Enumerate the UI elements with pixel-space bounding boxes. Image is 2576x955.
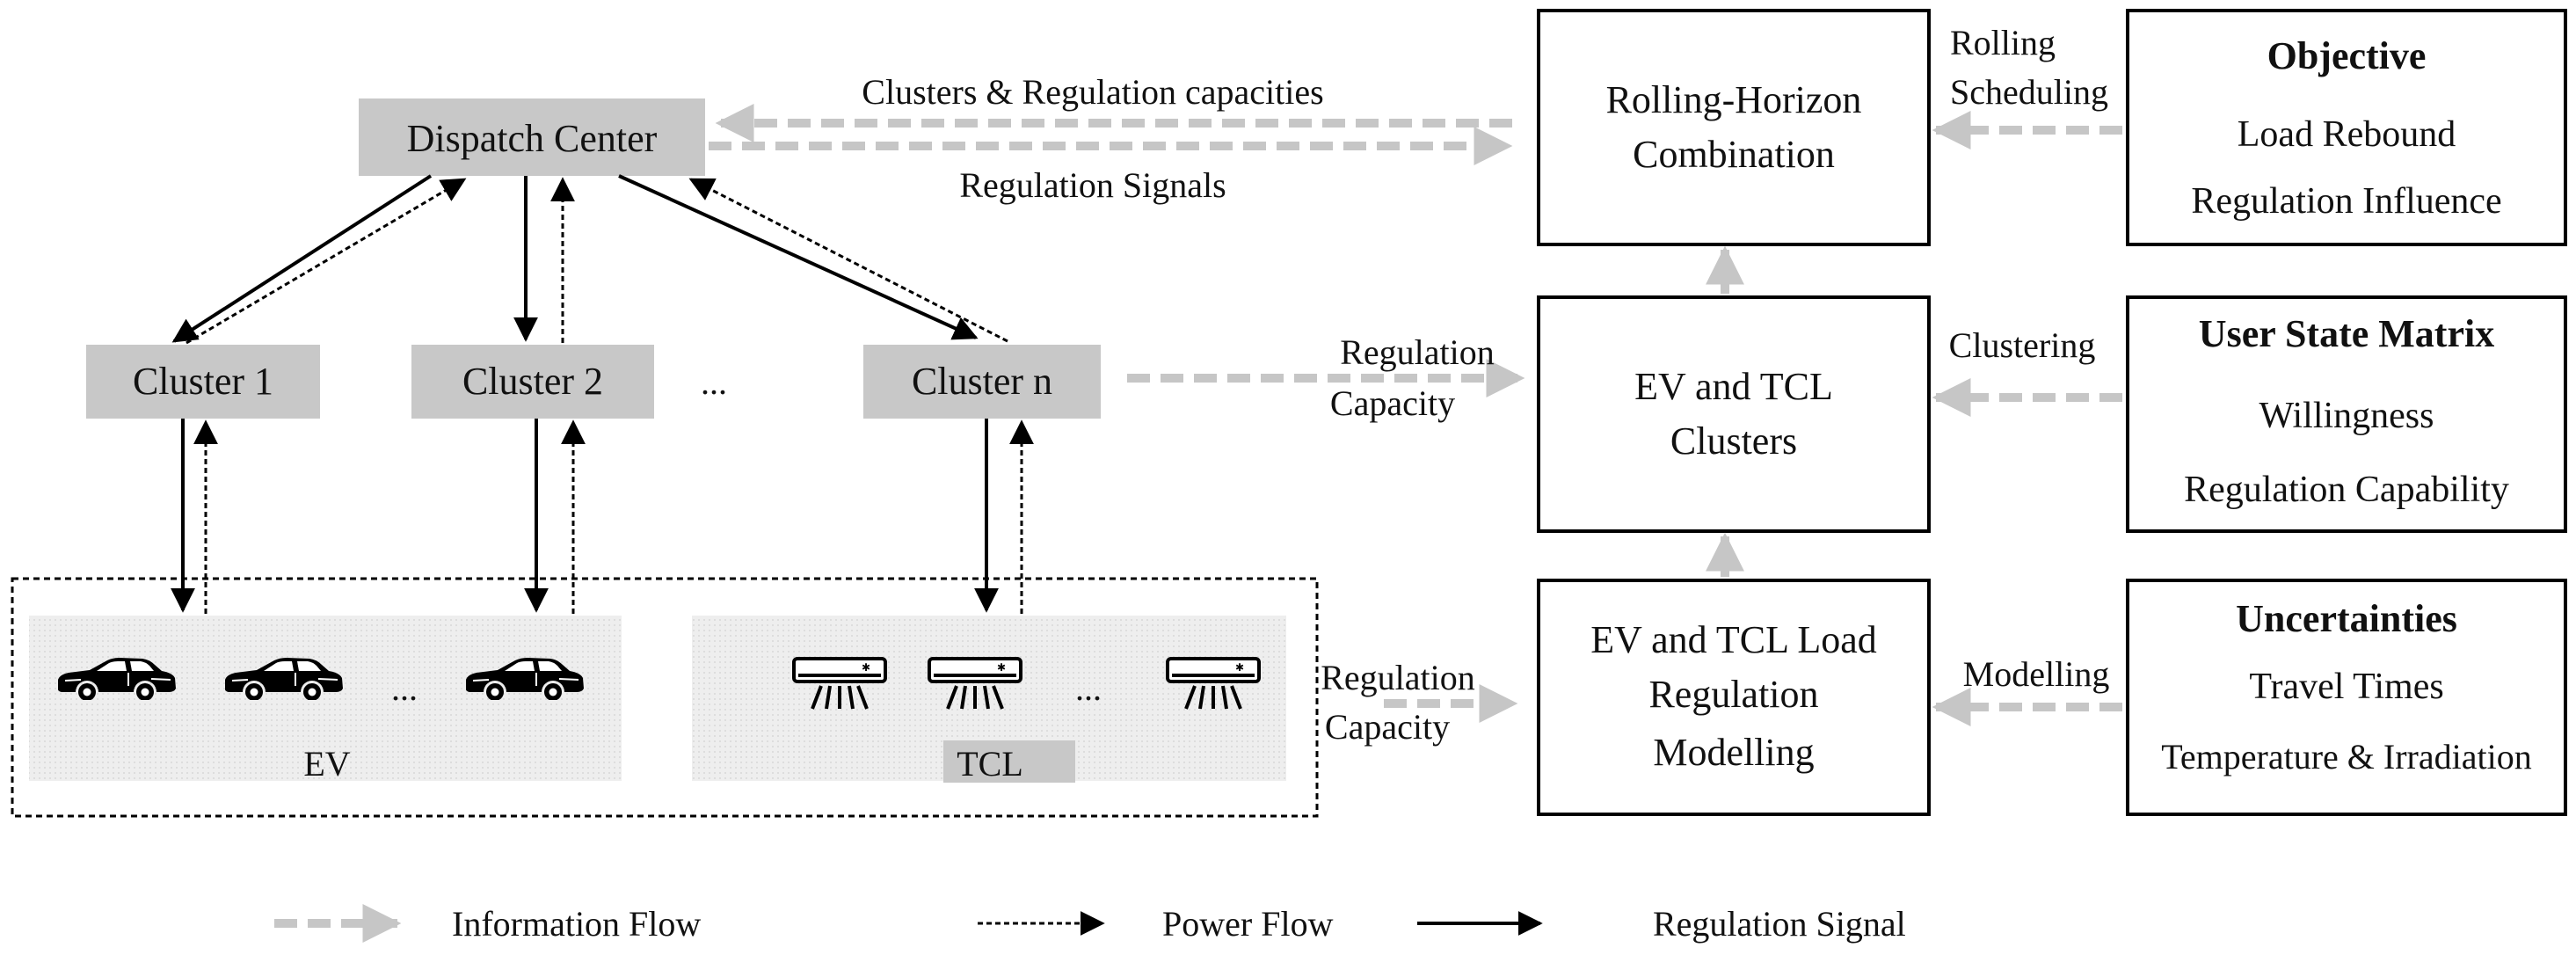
ev-ellipsis: ... — [391, 668, 418, 708]
dispatch-center-box — [359, 98, 705, 176]
tcl-label: TCL — [957, 744, 1023, 784]
objective-box — [2126, 9, 2567, 246]
device-group-border — [11, 577, 1319, 818]
ev-tcl-clusters-line1: EV and TCL — [1634, 365, 1833, 408]
dispatch-center-label: Dispatch Center — [407, 117, 658, 160]
top-arrow-label-lower: Regulation Signals — [959, 165, 1226, 205]
user-state-line2: Regulation Capability — [2184, 470, 2509, 510]
legend-regulation-signal-label: Regulation Signal — [1653, 904, 1906, 944]
mid-arrow-label-line2: Capacity — [1330, 383, 1455, 423]
low-arrow-label-line2: Capacity — [1325, 707, 1450, 747]
tcl-label-box — [943, 740, 1075, 783]
cluster-2-label: Cluster 2 — [462, 360, 603, 403]
rolling-scheduling-line2: Scheduling — [1950, 72, 2108, 112]
mid-arrow-label-line1: Regulation — [1340, 332, 1495, 372]
cluster-n-box — [863, 345, 1101, 419]
low-arrow-label-line1: Regulation — [1321, 658, 1475, 697]
top-arrow-label-upper: Clusters & Regulation capacities — [862, 72, 1323, 112]
rolling-horizon-box — [1537, 9, 1931, 246]
ev-tcl-clusters-line2: Clusters — [1670, 419, 1797, 463]
cluster-1-label: Cluster 1 — [133, 360, 273, 403]
signal-dc-to-cluster-n — [618, 174, 979, 340]
cluster-n-label: Cluster n — [912, 360, 1052, 403]
ev-label: EV — [303, 744, 350, 784]
objective-line1: Load Rebound — [2238, 114, 2456, 155]
uncertainties-line1: Travel Times — [2249, 667, 2443, 707]
ev-tcl-clusters-box — [1537, 295, 1931, 533]
cluster-2-box — [411, 345, 654, 419]
legend-info-flow-label: Information Flow — [452, 904, 701, 944]
modelling-line2: Regulation — [1648, 673, 1818, 716]
user-state-line1: Willingness — [2259, 396, 2434, 436]
legend-power-flow-label: Power Flow — [1162, 904, 1334, 944]
modelling-arrow-label: Modelling — [1963, 654, 2110, 694]
user-state-title: User State Matrix — [2199, 312, 2494, 355]
rolling-horizon-line1: Rolling-Horizon — [1606, 78, 1862, 121]
uncertainties-box — [2126, 579, 2567, 816]
clustering-label: Clustering — [1949, 325, 2096, 365]
objective-title: Objective — [2267, 34, 2427, 77]
power-cluster-n-to-dc — [688, 178, 1008, 343]
tcl-ellipsis: ... — [1075, 668, 1102, 708]
legend: Information Flow Power Flow Regulation S… — [274, 904, 1906, 944]
cluster-1-box — [86, 345, 320, 419]
uncertainties-title: Uncertainties — [2236, 597, 2457, 640]
user-state-matrix-box — [2126, 295, 2567, 533]
rolling-scheduling-line1: Rolling — [1950, 23, 2056, 62]
modelling-line3: Modelling — [1653, 731, 1814, 774]
ev-area — [29, 616, 622, 781]
objective-line2: Regulation Influence — [2191, 181, 2501, 222]
rolling-horizon-line2: Combination — [1633, 133, 1835, 176]
power-cluster-1-to-dc — [186, 178, 467, 345]
uncertainties-line2: Temperature & Irradiation — [2161, 737, 2531, 776]
load-regulation-modelling-box — [1537, 579, 1931, 816]
cluster-ellipsis: ... — [701, 362, 727, 402]
signal-dc-to-cluster-1 — [171, 174, 433, 343]
modelling-line1: EV and TCL Load — [1590, 618, 1876, 661]
